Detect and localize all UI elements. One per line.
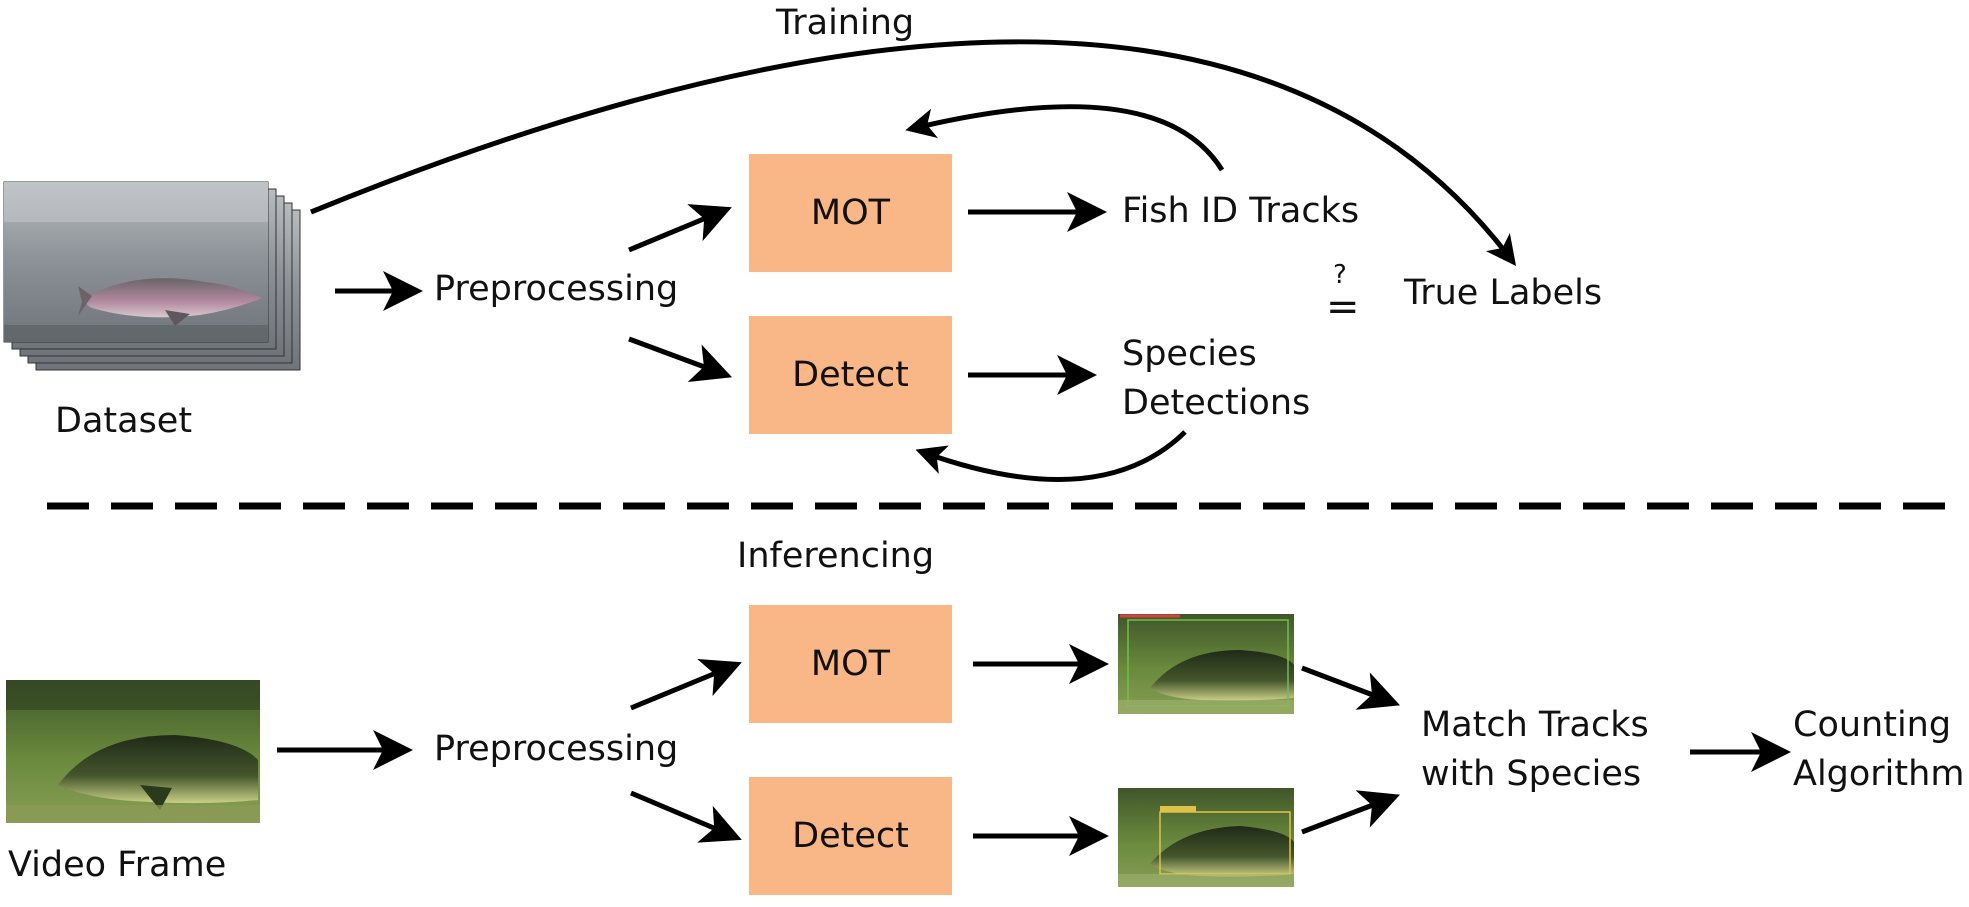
match-tracks-line1: Match Tracks xyxy=(1421,705,1649,745)
inference-preprocessing-label: Preprocessing xyxy=(434,729,679,769)
training-detect-label: Detect xyxy=(792,355,909,395)
dataset-front-image xyxy=(4,182,268,342)
video-frame-image xyxy=(6,680,260,823)
mot-output-image xyxy=(1118,614,1294,714)
match-tracks-label: Match Tracks with Species xyxy=(1421,701,1649,799)
video-frame-label: Video Frame xyxy=(8,845,227,885)
training-arrows xyxy=(310,39,1517,482)
training-mot-box: MOT xyxy=(749,154,952,272)
match-tracks-line2: with Species xyxy=(1421,754,1642,794)
fish-id-tracks-label: Fish ID Tracks xyxy=(1122,191,1360,231)
inference-arrows xyxy=(277,644,1791,856)
arrow-inf-preprocessing-to-detect xyxy=(630,790,742,843)
counting-line2: Algorithm xyxy=(1793,754,1965,794)
training-detect-box: Detect xyxy=(749,316,952,434)
inference-detect-label: Detect xyxy=(792,816,909,856)
arrow-inf-preprocessing-to-mot xyxy=(630,659,742,711)
inferencing-title: Inferencing xyxy=(737,536,935,576)
arrow-detect-thumb-to-match xyxy=(1301,790,1401,835)
training-mot-label: MOT xyxy=(810,193,891,233)
comparison-question-mark: ? xyxy=(1333,260,1347,290)
comparison-equals-sign: = xyxy=(1326,284,1360,330)
arrow-preprocessing-to-detect xyxy=(628,336,733,383)
true-labels-label: True Labels xyxy=(1404,273,1603,313)
arrow-preprocessing-to-mot xyxy=(628,204,732,253)
training-title: Training xyxy=(776,3,915,43)
detect-output-image xyxy=(1118,788,1294,887)
arrow-detections-feedback-to-detect xyxy=(915,430,1187,482)
dataset-label: Dataset xyxy=(55,401,193,441)
species-detections-label: Species Detections xyxy=(1122,330,1310,428)
dataset-image-stack xyxy=(3,181,301,371)
inference-mot-label: MOT xyxy=(810,644,891,684)
counting-line1: Counting xyxy=(1793,705,1952,745)
species-detections-line2: Detections xyxy=(1122,383,1311,423)
arrow-mot-thumb-to-match xyxy=(1301,665,1401,710)
training-preprocessing-label: Preprocessing xyxy=(434,269,679,309)
counting-algorithm-label: Counting Algorithm xyxy=(1793,701,1964,799)
arrow-dataset-to-true-labels xyxy=(310,39,1517,266)
arrow-tracks-feedback-to-mot xyxy=(905,104,1225,172)
inference-detect-box: Detect xyxy=(749,777,952,895)
inference-mot-box: MOT xyxy=(749,605,952,723)
species-detections-line1: Species xyxy=(1122,334,1257,374)
